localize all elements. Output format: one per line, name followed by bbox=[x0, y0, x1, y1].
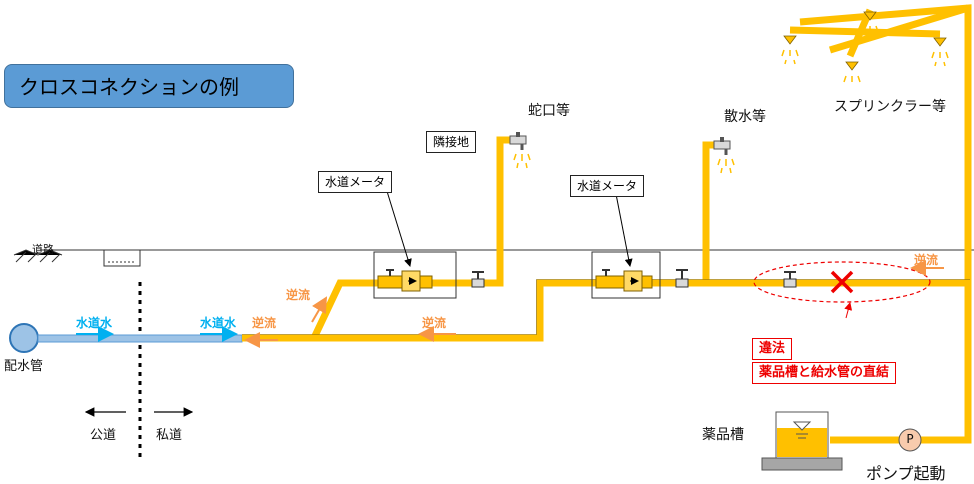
yellow-pipe-outline bbox=[242, 279, 970, 335]
pump-symbol: P bbox=[906, 432, 914, 446]
road-label: 道路 bbox=[32, 243, 54, 256]
meter1-leader bbox=[385, 187, 412, 267]
neighbor-label: 隣接地 bbox=[426, 131, 477, 153]
backflow-label-1: 逆流 bbox=[252, 316, 277, 330]
gutter-icon bbox=[103, 250, 141, 267]
tank-label: 薬品槽 bbox=[702, 427, 744, 443]
backflow-arrow-2 bbox=[311, 296, 328, 323]
road-hatch-icon bbox=[13, 249, 63, 263]
violation-pointer bbox=[844, 302, 853, 319]
meter-box-2 bbox=[591, 251, 661, 299]
backflow-label-4: 逆流 bbox=[914, 253, 939, 267]
valve-icon bbox=[471, 269, 797, 288]
violation-title: 違法 bbox=[752, 338, 793, 360]
faucet-icon bbox=[509, 132, 531, 169]
private-road-label: 私道 bbox=[156, 428, 183, 443]
blue-service-pipe bbox=[37, 334, 243, 343]
backflow-label-2: 逆流 bbox=[286, 288, 311, 302]
violation-detail: 薬品槽と給水管の直結 bbox=[752, 362, 897, 384]
sprinkle-faucet-icon bbox=[713, 137, 735, 174]
violation-ellipse bbox=[753, 261, 931, 303]
pump-start-label: ポンプ起動 bbox=[866, 464, 946, 483]
yellow-pipe-network bbox=[242, 4, 972, 444]
public-road-label: 公道 bbox=[90, 428, 117, 443]
spray-drops bbox=[781, 25, 949, 83]
chemical-tank-icon bbox=[761, 411, 843, 471]
sprinkler-label: スプリンクラー等 bbox=[834, 99, 946, 115]
page-title: クロスコネクションの例 bbox=[4, 64, 294, 108]
meter2-leader bbox=[615, 193, 633, 267]
faucet-label: 蛇口等 bbox=[528, 103, 570, 119]
pump-circle bbox=[898, 428, 922, 452]
main-pipe-label: 配水管 bbox=[4, 359, 44, 374]
backflow-label-3: 逆流 bbox=[422, 316, 447, 330]
meter-box-1 bbox=[373, 251, 457, 299]
tap-water-label-2: 水道水 bbox=[200, 316, 237, 330]
cross-mark-icon bbox=[830, 270, 854, 294]
meter1-label: 水道メータ bbox=[318, 171, 393, 193]
meter2-label: 水道メータ bbox=[570, 175, 645, 197]
sprinkle-label: 散水等 bbox=[724, 109, 766, 125]
tap-water-label-1: 水道水 bbox=[76, 316, 113, 330]
sprinkler-head-icon bbox=[783, 11, 947, 71]
main-pipe-circle bbox=[9, 323, 39, 353]
sprinkler-cross-pipe bbox=[789, 8, 941, 58]
